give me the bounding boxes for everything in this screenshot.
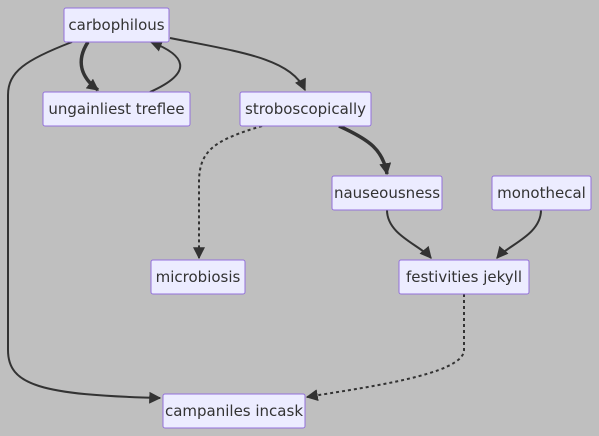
- node-carbophilous[interactable]: carbophilous: [63, 7, 170, 43]
- edge-monothecal-to-festivities-jekyll: [496, 209, 542, 259]
- edge-nauseousness-to-festivities-jekyll: [386, 209, 432, 259]
- edges: [7, 37, 542, 404]
- node-label: campaniles incask: [165, 402, 303, 420]
- node-label: ungainliest treflee: [48, 100, 184, 118]
- node-label: festivities jekyll: [406, 268, 522, 286]
- node-label: monothecal: [497, 184, 586, 202]
- node-label: carbophilous: [68, 16, 164, 34]
- edge-carbophilous-to-campaniles-incask: [7, 41, 162, 404]
- edge-stroboscopically-to-nauseousness: [338, 124, 392, 176]
- edge-festivities-jekyll-to-campaniles-incask: [305, 294, 465, 402]
- edge-carbophilous-to-ungainliest-treflee: [79, 41, 100, 92]
- node-label: stroboscopically: [245, 100, 366, 118]
- node-nauseousness[interactable]: nauseousness: [331, 175, 443, 211]
- node-ungainliest-treflee[interactable]: ungainliest treflee: [42, 91, 191, 127]
- edge-ungainliest-treflee-to-carbophilous: [149, 40, 182, 93]
- node-label: microbiosis: [156, 268, 241, 286]
- node-microbiosis[interactable]: microbiosis: [150, 259, 246, 295]
- edge-carbophilous-to-stroboscopically: [169, 37, 306, 92]
- node-campaniles-incask[interactable]: campaniles incask: [162, 393, 306, 429]
- node-label: nauseousness: [334, 184, 440, 202]
- node-festivities-jekyll[interactable]: festivities jekyll: [398, 259, 530, 295]
- node-monothecal[interactable]: monothecal: [491, 175, 592, 211]
- edge-stroboscopically-to-microbiosis: [193, 125, 263, 260]
- node-stroboscopically[interactable]: stroboscopically: [239, 91, 372, 127]
